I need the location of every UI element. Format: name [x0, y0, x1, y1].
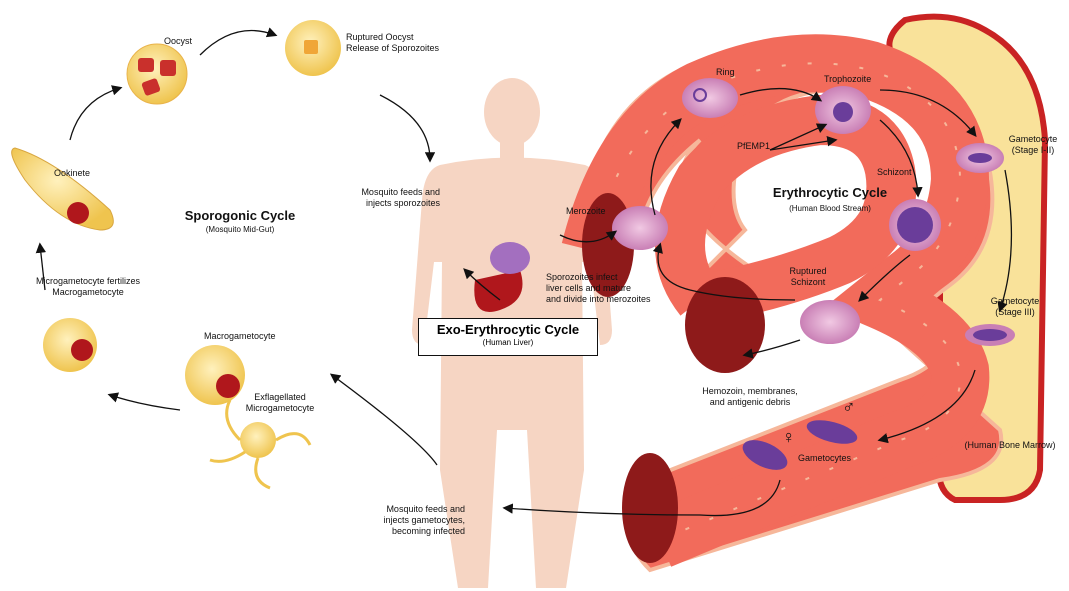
label-micro-fertilizes-2: Macrogametocyte	[52, 287, 124, 298]
exo-erythrocytic-box: Exo-Erythrocytic Cycle (Human Liver)	[418, 318, 598, 356]
sporogonic-subtitle: (Mosquito Mid-Gut)	[206, 224, 274, 235]
label-sporozoites-infect-3: and divide into merozoites	[546, 294, 651, 305]
label-ring: Ring	[716, 67, 735, 78]
exo-subtitle: (Human Liver)	[419, 338, 597, 348]
label-mosquito-gam-3: becoming infected	[392, 526, 465, 537]
male-symbol: ♂	[842, 398, 856, 416]
sporogonic-cells	[12, 20, 341, 488]
label-oocyst: Oocyst	[164, 36, 192, 47]
label-gametocytes: Gametocytes	[798, 453, 851, 464]
label-gametocyte-stage12-2: (Stage I-II)	[1012, 145, 1055, 156]
label-gametocyte-stage12-1: Gametocyte	[1009, 134, 1058, 145]
label-hemozoin-1: Hemozoin, membranes,	[702, 386, 798, 397]
label-ruptured-oocyst-2: Release of Sporozoites	[346, 43, 439, 54]
label-gametocyte-stage3-1: Gametocyte	[991, 296, 1040, 307]
label-mosquito-feeds-1: Mosquito feeds and	[361, 187, 440, 198]
label-exflagellated-2: Microgametocyte	[246, 403, 315, 414]
label-mosquito-feeds-2: injects sporozoites	[366, 198, 440, 209]
label-ruptured-oocyst-1: Ruptured Oocyst	[346, 32, 414, 43]
label-trophozoite: Trophozoite	[824, 74, 871, 85]
label-bone-marrow: (Human Bone Marrow)	[964, 440, 1055, 451]
label-macrogametocyte: Macrogametocyte	[204, 331, 276, 342]
exo-title: Exo-Erythrocytic Cycle	[419, 322, 597, 338]
label-pfemp1: PfEMP1	[737, 141, 770, 152]
label-hemozoin-2: and antigenic debris	[710, 397, 791, 408]
label-schizont: Schizont	[877, 167, 912, 178]
sporogonic-title: Sporogonic Cycle	[185, 208, 296, 223]
label-ookinete: Ookinete	[54, 168, 90, 179]
label-sporozoites-infect-1: Sporozoites infect	[546, 272, 618, 283]
label-ruptured-schizont-1: Ruptured	[789, 266, 826, 277]
label-mosquito-gam-2: injects gametocytes,	[383, 515, 465, 526]
label-gametocyte-stage3-2: (Stage III)	[995, 307, 1035, 318]
female-symbol: ♀	[782, 428, 796, 446]
label-micro-fertilizes-1: Microgametocyte fertilizes	[36, 276, 140, 287]
erythro-title: Erythrocytic Cycle	[773, 185, 887, 200]
label-mosquito-gam-1: Mosquito feeds and	[386, 504, 465, 515]
label-ruptured-schizont-2: Schizont	[791, 277, 826, 288]
label-exflagellated-1: Exflagellated	[254, 392, 306, 403]
label-sporozoites-infect-2: liver cells and mature	[546, 283, 631, 294]
erythro-subtitle: (Human Blood Stream)	[789, 203, 871, 214]
label-merozoite: Merozoite	[566, 206, 606, 217]
